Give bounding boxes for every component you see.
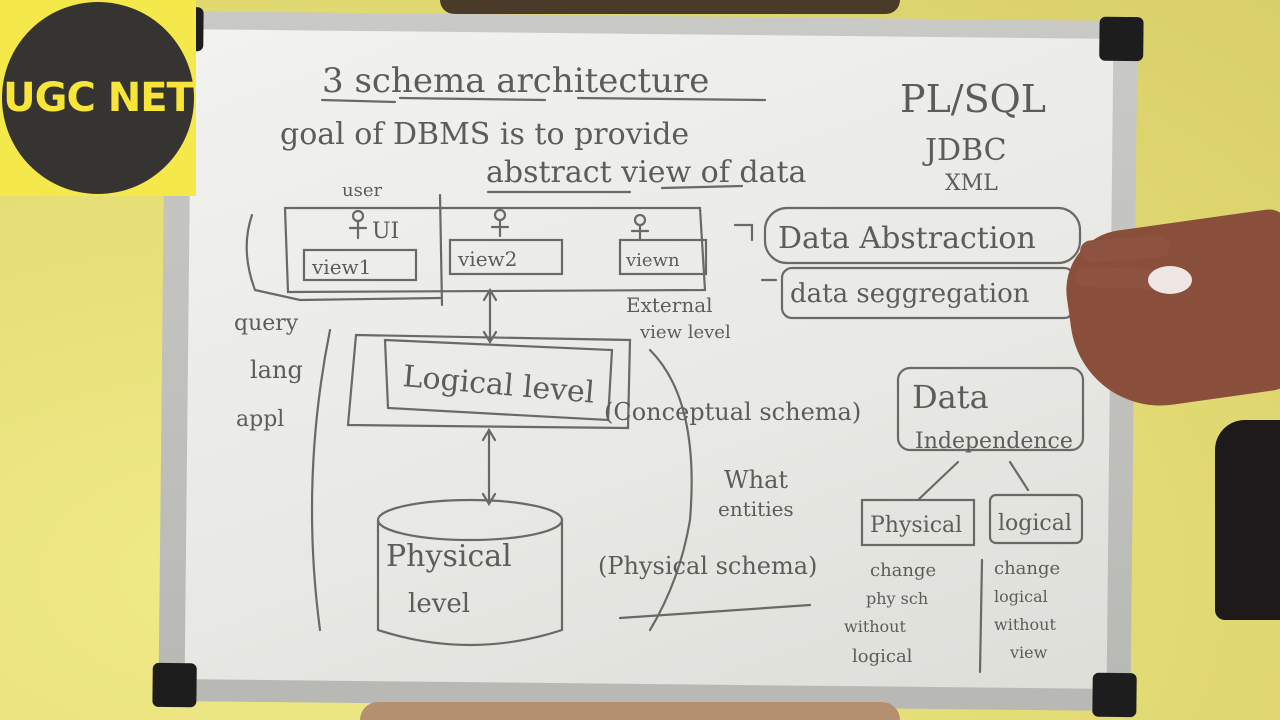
conceptual-schema-label: (Conceptual schema) <box>604 398 861 426</box>
physical-box-label: Physical <box>870 513 962 538</box>
independence-label: Independence <box>915 429 1073 454</box>
ui-label: UI <box>372 219 399 244</box>
view1-label: view1 <box>311 255 371 279</box>
ring <box>1148 266 1192 294</box>
external-view-level-label: view level <box>639 322 731 343</box>
person-head-top <box>440 0 900 14</box>
logical-box-label: logical <box>998 511 1072 536</box>
board-title-number: 3 schema architecture <box>322 61 709 101</box>
logical-note-4: view <box>1009 643 1048 662</box>
logical-note-2: logical <box>994 587 1048 606</box>
user-label: user <box>342 180 382 201</box>
appl-label: appl <box>236 407 284 432</box>
what-label: What <box>724 466 788 494</box>
data-independence-label: Data <box>912 378 989 416</box>
data-abstraction-label: Data Abstraction <box>778 221 1036 256</box>
side-note-plsql: PL/SQL <box>900 77 1046 121</box>
presenter-shoulder <box>360 702 900 720</box>
board-goal-line1: goal of DBMS is to provide <box>280 117 689 152</box>
logical-level-label: Logical level <box>401 359 596 411</box>
side-note-jdbc: JDBC <box>922 133 1007 168</box>
logo-badge: UGC NET <box>0 0 196 196</box>
entities-label: entities <box>718 497 794 521</box>
logical-note-3: without <box>994 615 1056 634</box>
query-label: query <box>234 311 299 336</box>
external-label: External <box>626 293 713 317</box>
physical-note-4: logical <box>852 646 913 667</box>
lang-label: lang <box>250 356 303 384</box>
physical-level-level-label: level <box>408 589 470 619</box>
board-goal-line2: abstract view of data <box>486 155 807 190</box>
view2-label: view2 <box>457 247 517 271</box>
logical-note-1: change <box>994 558 1060 579</box>
viewn-label: viewn <box>625 250 680 271</box>
physical-note-2: phy sch <box>866 589 928 608</box>
physical-note-1: change <box>870 560 936 581</box>
physical-schema-label: (Physical schema) <box>598 552 817 580</box>
logo-text: UGC NET <box>3 75 194 121</box>
physical-note-3: without <box>844 617 906 636</box>
data-segregation-label: data seggregation <box>790 279 1030 309</box>
presenter-sleeve <box>1215 420 1280 620</box>
side-note-xml: XML <box>945 171 998 196</box>
physical-level-label: Physical <box>386 539 512 574</box>
logo-circle: UGC NET <box>2 2 194 194</box>
